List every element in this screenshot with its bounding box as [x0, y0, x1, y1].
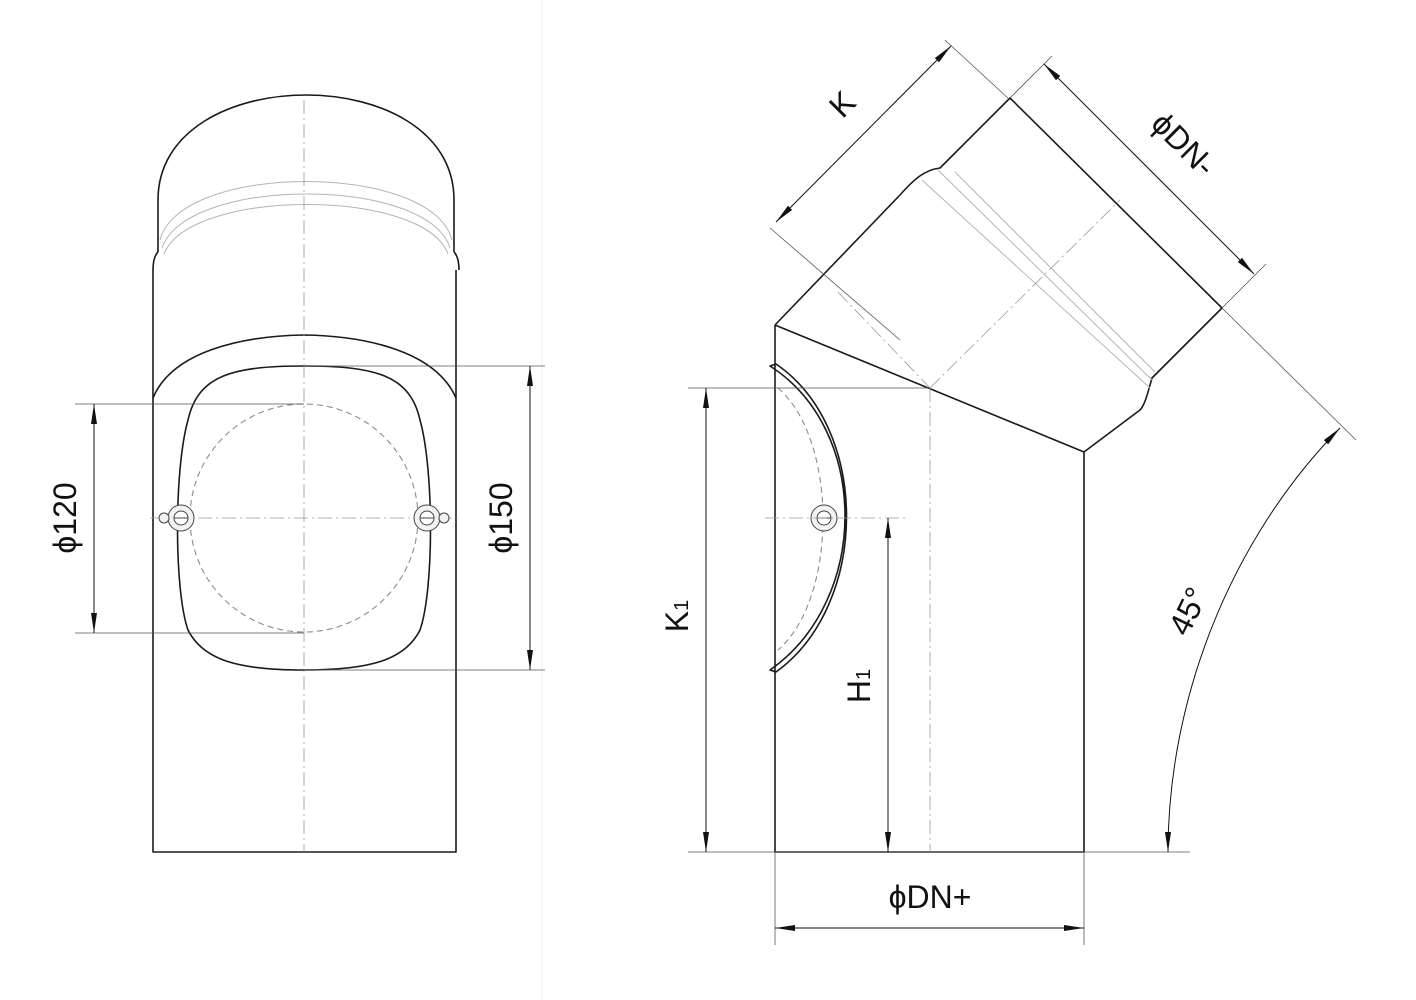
- dimension-inner-diameter: ϕ120: [47, 403, 304, 634]
- miter-line: [774, 324, 1085, 453]
- label-length-k: K: [822, 84, 863, 125]
- bolt-right: [413, 504, 450, 532]
- label-height-h1: H1: [841, 669, 877, 703]
- dimension-height-k1: K1: [659, 387, 1084, 853]
- side-door-profile: [769, 363, 848, 673]
- side-lower-body: [774, 325, 1085, 853]
- dimension-length-k: K: [769, 39, 1011, 341]
- side-centerline-angled: [929, 199, 1121, 389]
- label-outer-diameter: ϕ150: [483, 482, 519, 553]
- front-top-dome: [157, 94, 455, 252]
- label-height-k1: K1: [659, 600, 695, 632]
- label-outlet-diameter: ϕDN-: [1145, 105, 1223, 183]
- side-view: K ϕDN- 45° K1 H1: [659, 39, 1357, 945]
- front-sleeve-arc: [159, 181, 453, 241]
- sleeve-ring: [921, 179, 1151, 389]
- dimension-outlet-diameter: ϕDN-: [1009, 55, 1267, 309]
- front-body: [152, 270, 457, 853]
- dimension-outer-diameter: ϕ150: [304, 365, 545, 671]
- label-inlet-diameter: ϕDN+: [889, 879, 972, 915]
- dimension-angle: 45°: [1084, 307, 1357, 853]
- label-inner-diameter: ϕ120: [47, 482, 83, 553]
- label-angle: 45°: [1161, 582, 1215, 641]
- dimension-inlet-diameter: ϕDN+: [774, 852, 1085, 945]
- dimension-height-h1: H1: [841, 518, 891, 852]
- side-upper-pipe: [774, 97, 1223, 453]
- front-view: ϕ120 ϕ150: [47, 94, 545, 853]
- bolt-left: [158, 504, 195, 532]
